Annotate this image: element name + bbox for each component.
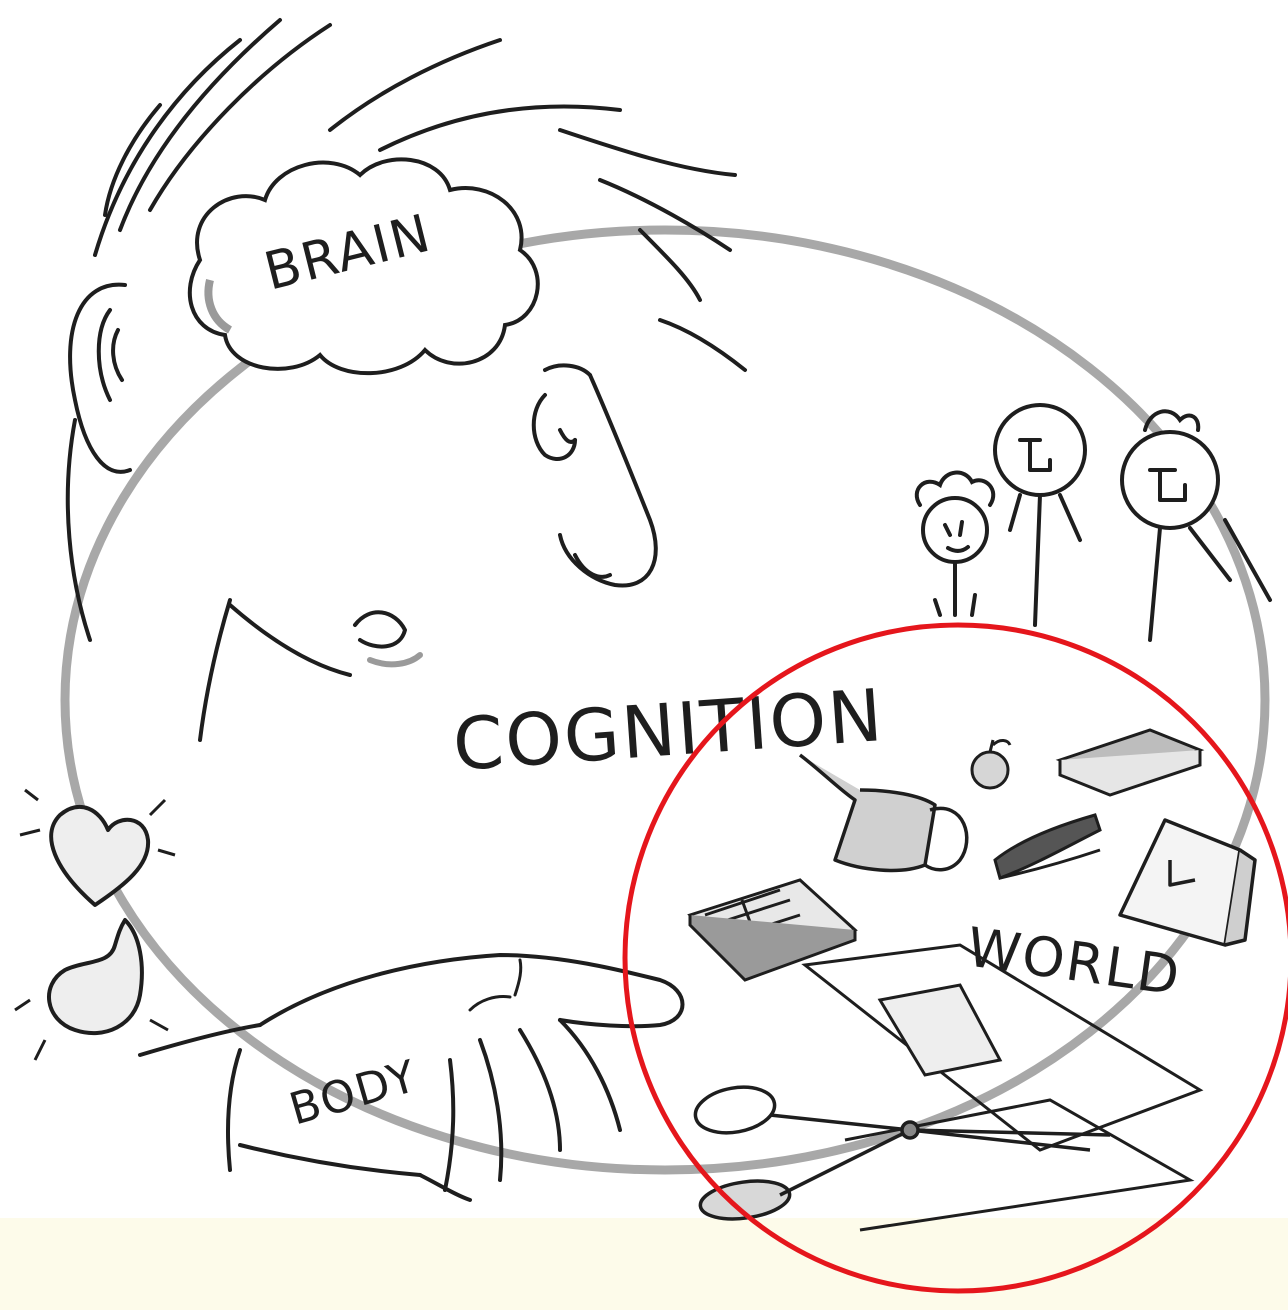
drawing-background bbox=[0, 0, 1288, 1218]
